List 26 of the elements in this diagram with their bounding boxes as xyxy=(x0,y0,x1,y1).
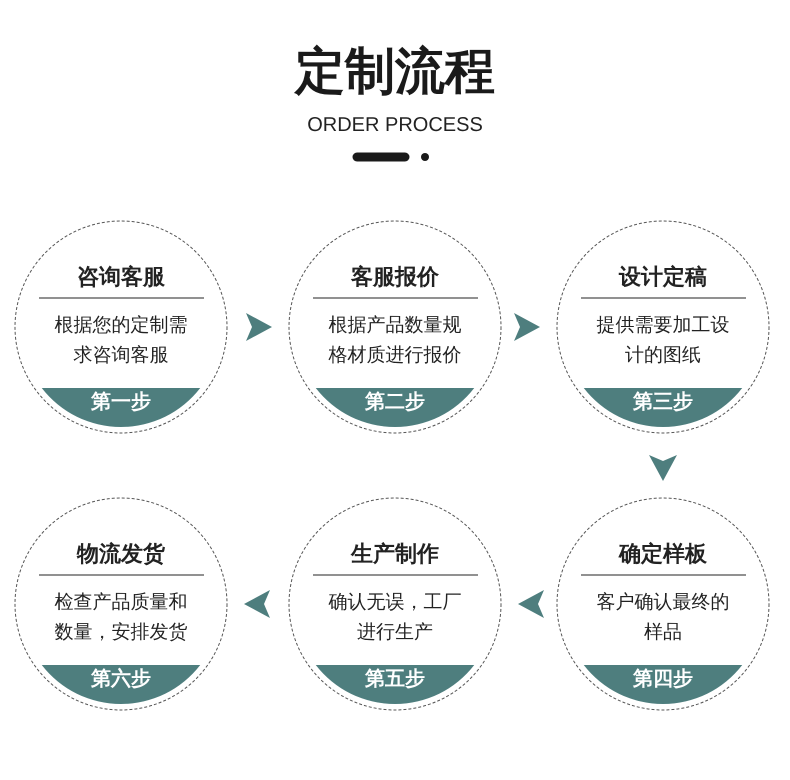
step-number: 第四步 xyxy=(632,665,694,691)
title: 定制流程 xyxy=(293,44,496,99)
step-circle xyxy=(556,497,770,711)
subtitle: ORDER PROCESS xyxy=(306,114,484,137)
step-description: 根据产品数量规格材质进行报价 xyxy=(328,313,462,368)
step-circle xyxy=(556,220,770,434)
step-heading: 确定样板 xyxy=(617,541,708,569)
step-circle xyxy=(288,220,502,434)
step-heading: 物流发货 xyxy=(76,541,166,569)
step-heading: 生产制作 xyxy=(350,541,440,569)
step-description: 检查产品质量和数量，安排发货 xyxy=(54,590,188,645)
step-description: 提供需要加工设计的图纸 xyxy=(596,313,730,368)
step-description: 确认无误，工厂进行生产 xyxy=(328,590,462,645)
step-number: 第六步 xyxy=(90,665,152,691)
step-circle xyxy=(14,497,228,711)
step-description: 根据您的定制需求咨询客服 xyxy=(54,313,188,368)
step-number: 第三步 xyxy=(632,388,694,414)
step-circle xyxy=(288,497,502,711)
step-description: 客户确认最终的样品 xyxy=(596,590,730,645)
step-circle xyxy=(14,220,228,434)
step-number: 第一步 xyxy=(90,388,152,414)
step-heading: 设计定稿 xyxy=(618,264,708,292)
step-number: 第二步 xyxy=(364,388,426,414)
step-number: 第五步 xyxy=(364,665,426,691)
step-heading: 咨询客服 xyxy=(76,264,166,292)
step-heading: 客服报价 xyxy=(350,264,440,292)
